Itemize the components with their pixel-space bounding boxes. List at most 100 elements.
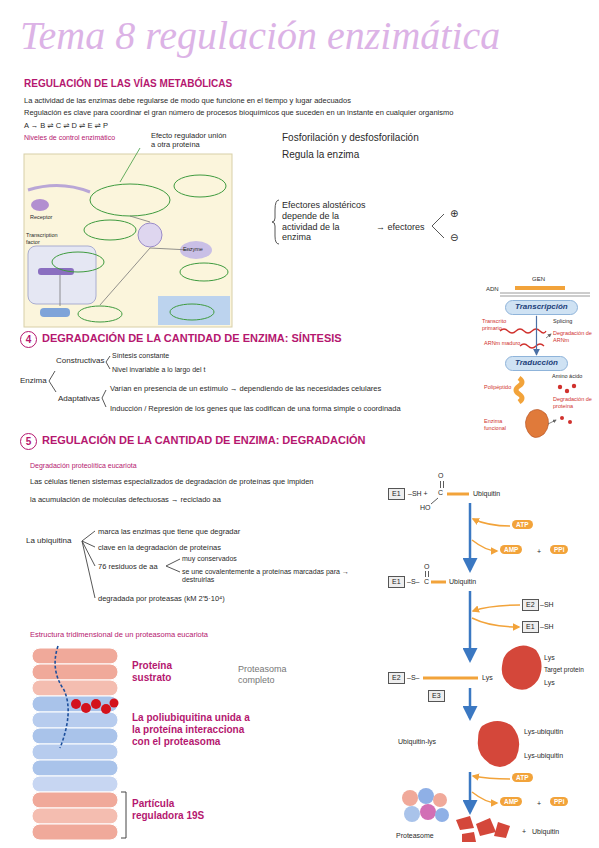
illustration-shape (32, 760, 118, 776)
illustration-shape (81, 703, 91, 713)
illustration-shape (423, 677, 478, 680)
enzyme-box: E1 (388, 576, 405, 588)
gene-expression-figure (500, 286, 590, 438)
illustration-shape (31, 199, 49, 211)
enzyme-box: E2 (388, 672, 405, 684)
node-text: AMP (504, 798, 518, 805)
illustration-shape (158, 296, 230, 325)
enzyme-box: E2 (522, 599, 539, 611)
note-text: Degradación de ARNm (553, 330, 595, 343)
illustration-shape (404, 806, 420, 822)
note-text: La actividad de las enzimas debe regular… (24, 96, 351, 105)
illustration-shape (78, 306, 122, 322)
note-text: + (522, 828, 526, 836)
illustration-shape (32, 648, 118, 664)
node-text: E3 (432, 692, 441, 700)
note-text: muy conservados (182, 555, 237, 563)
illustration-shape (473, 605, 520, 611)
note-text: REGULACIÓN DE LAS VÍAS METABÓLICAS (24, 78, 232, 90)
note-text: Nivel invariable a lo largo del t (112, 366, 205, 374)
node-text: ATP (516, 774, 529, 781)
illustration-shape (91, 699, 101, 709)
illustration-shape (32, 664, 118, 680)
note-text: ⊖ (450, 232, 458, 244)
note-text: La poliubiquitina unida a la proteína in… (132, 712, 250, 748)
note-text: Ubiquitin (472, 490, 501, 498)
control-figure (24, 148, 232, 327)
section-number: 5 (20, 433, 37, 450)
illustration-shape (494, 822, 510, 838)
illustration-shape (40, 308, 70, 317)
process-bubble: Transcripción (505, 300, 578, 315)
note-text: + (537, 800, 541, 808)
note-text: –SH (540, 623, 554, 631)
note-text: Lys (544, 679, 555, 687)
note-text: –S– (407, 674, 419, 682)
note-text: ⊕ (450, 208, 458, 220)
note-text: –S– (407, 578, 419, 586)
node-text: PPi (554, 546, 564, 553)
cofactor-pill: AMP (500, 545, 522, 554)
note-text: –SH + (407, 490, 429, 498)
illustration-shape (560, 416, 564, 420)
illustration-shape (28, 185, 90, 192)
note-text: + (537, 548, 541, 556)
illustration-shape (431, 498, 438, 504)
illustration-shape (272, 200, 279, 244)
note-text: Efecto regulador unión a otra proteína (150, 131, 232, 149)
illustration-shape (431, 581, 446, 584)
note-text: Degradación proteolítica eucariota (30, 462, 137, 470)
illustration-shape (174, 175, 226, 197)
illustration-shape (420, 804, 436, 820)
illustration-shape (82, 531, 95, 598)
flow-arrow (536, 316, 537, 355)
cofactor-pill: AMP (500, 797, 522, 806)
illustration-shape (84, 220, 136, 240)
node-text: Traducción (515, 359, 558, 368)
illustration-shape (473, 776, 510, 779)
illustration-shape (469, 591, 472, 660)
illustration-shape (548, 420, 556, 424)
note-text: Las células tienen sistemas especializad… (30, 477, 314, 486)
illustration-shape (49, 371, 56, 392)
note-text: Proteína sustrato (132, 660, 194, 684)
illustration-shape (120, 148, 140, 182)
illustration-shape (55, 646, 68, 748)
illustration-shape (24, 154, 232, 327)
illustration-shape (435, 808, 449, 822)
note-text: A → B ⇌ C ⇌ D ⇌ E ⇌ P (24, 121, 108, 130)
note-text: ARNm maduro (484, 340, 520, 347)
illustration-shape (462, 832, 476, 842)
enzyme-box: E3 (428, 690, 445, 702)
note-text: 76 residuos de aa (98, 562, 158, 571)
note-text: Splicing (553, 318, 572, 325)
polyubiquitin (55, 646, 126, 838)
illustration-shape (52, 252, 104, 272)
bracket (82, 531, 180, 598)
illustration-shape (110, 699, 119, 708)
note-text: Ubiquitin-lys (398, 738, 436, 746)
note-text: Ubiquitin (448, 578, 477, 586)
note-text: Lys (544, 654, 555, 662)
note-text: Partícula reguladora 19S (132, 798, 214, 822)
note-text: DEGRADACIÓN DE LA CANTIDAD DE ENZIMA: SÍ… (42, 332, 342, 345)
note-text: C (424, 578, 429, 586)
note-text: O (438, 472, 443, 480)
illustration-shape (456, 816, 474, 830)
illustration-shape (60, 216, 190, 306)
note-text: Transcrito primario (482, 318, 522, 331)
note-text: Amino ácido (552, 373, 582, 380)
illustration-shape (565, 389, 569, 393)
note-text: HO (420, 504, 431, 512)
illustration-shape (32, 712, 118, 728)
illustration-shape (433, 793, 447, 807)
illustration-shape (32, 680, 118, 696)
note-text: Enzyme (183, 246, 203, 253)
node-text: Transcripción (515, 303, 568, 312)
node-text: E1 (526, 623, 535, 631)
illustration-shape (473, 519, 510, 526)
note-text: Receptor (30, 214, 52, 221)
illustration-shape (32, 792, 118, 808)
node-text: 5 (26, 436, 32, 447)
illustration-shape (520, 344, 544, 348)
